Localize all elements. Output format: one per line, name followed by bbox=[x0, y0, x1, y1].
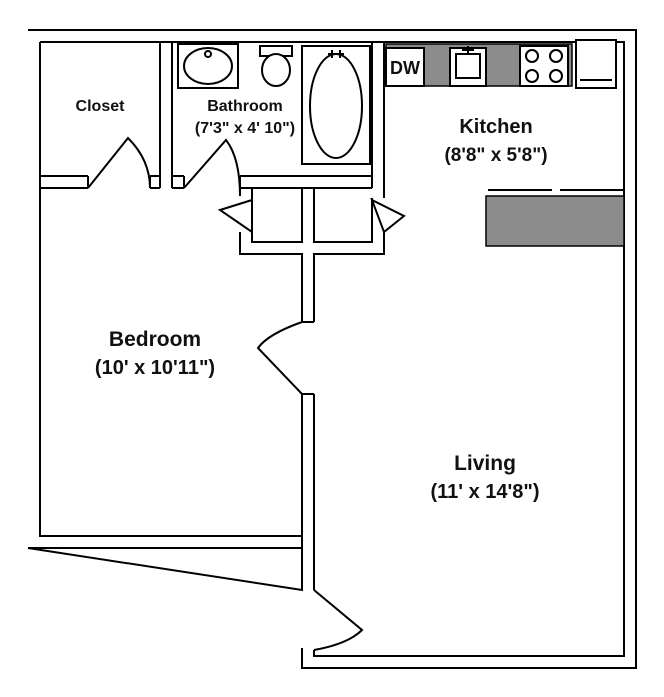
outer-walls bbox=[27, 29, 637, 669]
entry-door bbox=[313, 589, 364, 651]
bathtub-basin bbox=[309, 53, 363, 159]
burner-2 bbox=[549, 49, 563, 63]
bathroom-size: (7'3" x 4' 10") bbox=[195, 120, 295, 137]
bedroom-size: (10' x 10'11") bbox=[95, 357, 215, 379]
bathroom-door bbox=[183, 138, 241, 197]
dishwasher-label: DW bbox=[390, 58, 420, 78]
sink-basin bbox=[183, 47, 233, 85]
hall-closet-door-right bbox=[370, 197, 406, 234]
kitchen-label: Kitchen bbox=[459, 116, 532, 138]
hall-closet-door-left bbox=[217, 198, 253, 234]
sink-bowl bbox=[455, 53, 481, 79]
burner-4 bbox=[549, 69, 563, 83]
burner-1 bbox=[525, 49, 539, 63]
living-size: (11' x 14'8") bbox=[430, 481, 539, 503]
room-labels: Closet Bathroom (7'3" x 4' 10") Kitchen … bbox=[76, 98, 548, 503]
tub-faucet-icon bbox=[328, 50, 344, 58]
kitchen-fixtures: DW bbox=[385, 39, 625, 247]
toilet-bowl bbox=[261, 53, 291, 87]
living-label: Living bbox=[454, 452, 516, 475]
door-swings bbox=[87, 136, 406, 651]
bedroom-label: Bedroom bbox=[109, 328, 201, 351]
bedroom-door bbox=[256, 321, 303, 395]
burner-3 bbox=[525, 69, 539, 83]
closet-door bbox=[87, 136, 151, 189]
bathroom-label: Bathroom bbox=[207, 98, 283, 115]
closet-label: Closet bbox=[76, 98, 126, 115]
kitchen-size: (8'8" x 5'8") bbox=[444, 145, 547, 166]
kitchen-island-counter bbox=[485, 195, 625, 247]
faucet-icon bbox=[204, 50, 212, 58]
hall-walls bbox=[239, 188, 385, 548]
bathroom-fixtures bbox=[177, 43, 371, 165]
kitchen-faucet-icon bbox=[462, 46, 474, 54]
dishwasher bbox=[385, 47, 425, 87]
